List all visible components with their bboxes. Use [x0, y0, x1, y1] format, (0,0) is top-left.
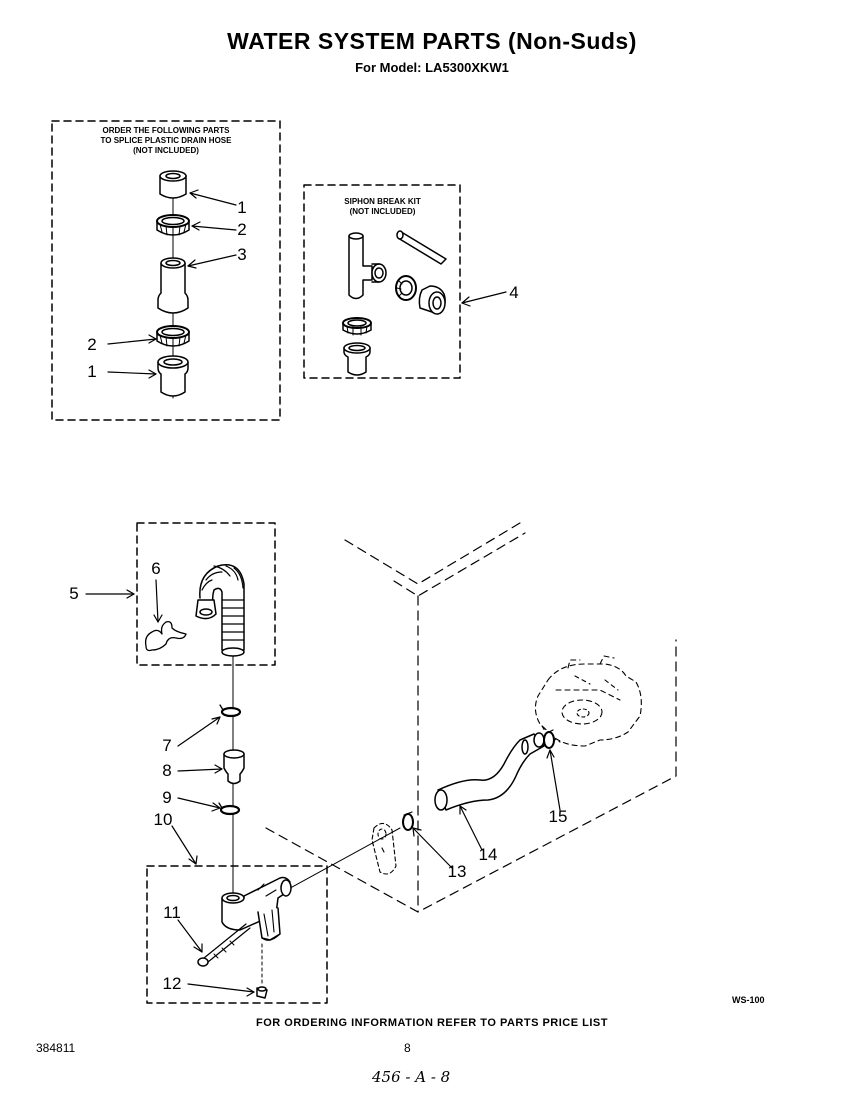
splice-leaders: [107, 189, 237, 379]
callout-13: 13: [447, 862, 467, 881]
coupling-8: [223, 749, 245, 785]
ordering-info: FOR ORDERING INFORMATION REFER TO PARTS …: [256, 1017, 608, 1029]
drain-hose: [195, 564, 245, 657]
callout-14: 14: [478, 845, 498, 864]
diagram-code: WS-100: [732, 995, 765, 1005]
callout-4: 4: [509, 283, 519, 302]
part-number: 384811: [36, 1041, 76, 1055]
callout-3: 3: [237, 245, 247, 264]
pump-hose: [434, 732, 545, 811]
callout-5: 5: [69, 584, 79, 603]
callout-9: 9: [162, 788, 172, 807]
nut-12: [256, 943, 268, 999]
model-subtitle: For Model: LA5300XKW1: [355, 60, 509, 75]
page-title: WATER SYSTEM PARTS (Non-Suds): [227, 28, 637, 54]
callout-12: 12: [162, 974, 182, 993]
drain-hose-clamp: [402, 811, 414, 831]
washer-cabinet-outline: [265, 519, 677, 913]
clamp-9: [218, 802, 241, 816]
siphon-kit-note: SIPHON BREAK KIT (NOT INCLUDED): [305, 197, 460, 217]
siphon-break-kit: [342, 230, 447, 376]
splice-parts-stack: [156, 170, 190, 399]
siphon-kit-box: [303, 184, 461, 379]
screw-11: [197, 923, 251, 967]
siphon-note-line-1: SIPHON BREAK KIT: [344, 197, 421, 206]
callout-1-top: 1: [237, 198, 247, 217]
callout-11: 11: [163, 903, 181, 922]
drain-connector: [221, 827, 401, 941]
drain-note-line-3: (NOT INCLUDED): [133, 146, 199, 155]
callout-10: 10: [153, 810, 173, 829]
callout-2-top: 2: [237, 220, 247, 239]
clamp-7: [219, 704, 242, 718]
siphon-note-line-2: (NOT INCLUDED): [349, 207, 416, 216]
callout-1-bottom: 1: [87, 362, 97, 381]
hose-tie: [144, 620, 187, 652]
drain-connector-box: [146, 865, 328, 1004]
cabinet-bracket: [371, 822, 397, 875]
callout-6: 6: [151, 559, 161, 578]
pump-hose-clamp: [543, 729, 555, 749]
drain-hose-note: ORDER THE FOLLOWING PARTS TO SPLICE PLAS…: [52, 126, 280, 156]
callout-2-bottom: 2: [87, 335, 97, 354]
drain-hose-box: [136, 522, 276, 666]
handwritten-note: 456 - A - 8: [372, 1068, 451, 1086]
page-number: 8: [404, 1041, 411, 1055]
drain-note-line-1: ORDER THE FOLLOWING PARTS: [102, 126, 230, 135]
callout-7: 7: [162, 736, 172, 755]
callout-8: 8: [162, 761, 172, 780]
callout-15: 15: [548, 807, 568, 826]
drain-note-line-2: TO SPLICE PLASTIC DRAIN HOSE: [100, 136, 232, 145]
lower-leaders: [85, 579, 561, 997]
drain-splice-box: [51, 120, 281, 421]
